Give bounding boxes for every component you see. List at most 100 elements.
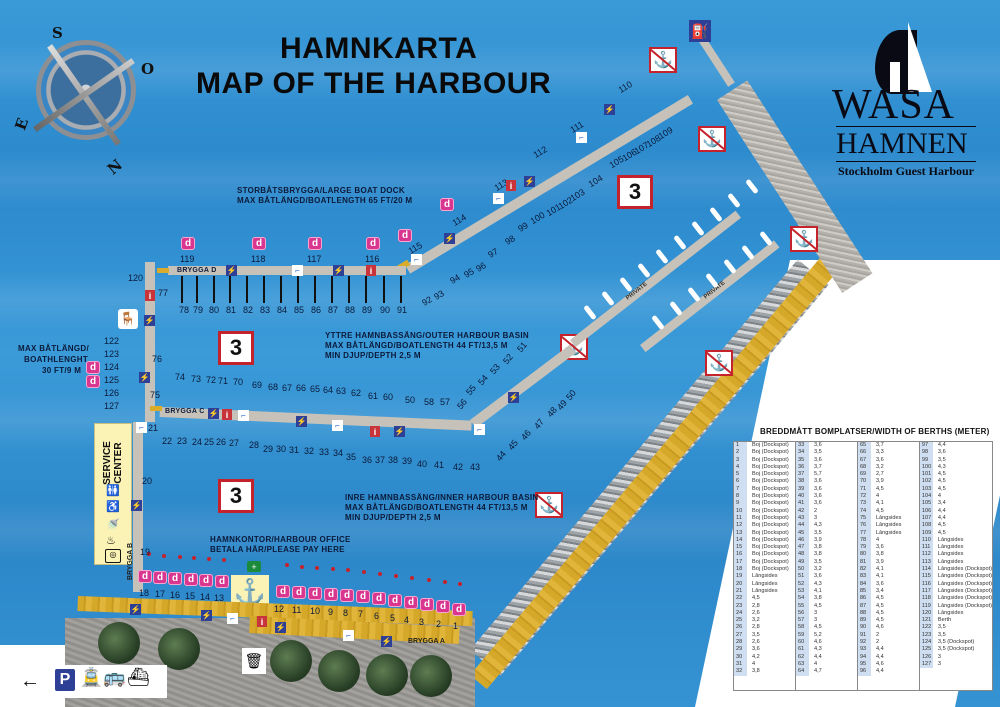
no-anchoring-sign: ⚓ <box>649 47 677 73</box>
berth-width: Långsides (Dockspot) <box>937 587 993 594</box>
tree <box>410 655 452 697</box>
direction-arrow-icon: ← <box>20 670 40 692</box>
berth-width: 3,8 <box>752 668 760 675</box>
finger-pier <box>297 276 299 303</box>
berth-number: 64 <box>323 385 334 395</box>
buoy-marker <box>410 576 414 580</box>
finger-pier <box>196 276 198 303</box>
berth-width: 4,1 <box>875 573 884 580</box>
berth-number: 29 <box>263 444 274 454</box>
berth-id: 96 <box>857 668 871 676</box>
berth-width: Långsides <box>875 529 902 536</box>
dockspot-icon: d <box>420 598 434 611</box>
berth-width: 4,5 <box>937 529 946 536</box>
berth-width: 4,1 <box>875 500 884 507</box>
berth-id: 59 <box>795 631 809 640</box>
dockspot-icon: d <box>372 592 386 605</box>
berth-width: Boj (Dockspot) <box>752 442 789 448</box>
berth-number: 73 <box>191 374 202 384</box>
berth-width: Långsides <box>937 551 964 558</box>
berth-width: Berth <box>937 617 952 624</box>
brygga-a-label: BRYGGA A <box>408 638 445 645</box>
berth-width: Långsides <box>937 544 964 551</box>
electricity-icon: ⚡ <box>394 426 405 437</box>
berth-number: 87 <box>328 305 339 315</box>
berth-width: 3,5 <box>813 558 822 565</box>
berth-width: Boj (Dockspot) <box>752 493 789 500</box>
berth-id: 119 <box>919 602 933 610</box>
berth-number: 122 <box>104 336 120 346</box>
berth-number: 14 <box>200 592 211 602</box>
berth-number: 43 <box>470 462 481 472</box>
berth-number: 7 <box>358 609 364 619</box>
berth-id: 33 <box>795 442 809 450</box>
berth-id: 35 <box>795 456 809 464</box>
berth-number: 24 <box>192 437 203 447</box>
berth-number: 25 <box>204 437 215 447</box>
berth-width: 3 <box>813 617 818 624</box>
berth-id: 44 <box>795 522 809 530</box>
berth-number: 5 <box>390 613 396 623</box>
berth-id: 68 <box>857 463 871 472</box>
berth-width: 3 <box>813 609 818 616</box>
finger-pier <box>383 276 385 303</box>
berth-width: 3,6 <box>937 449 946 456</box>
berth-number: 67 <box>282 383 293 393</box>
electricity-icon: ⚡ <box>226 265 237 276</box>
finger-pier <box>213 276 215 303</box>
berth-width: 3,3 <box>875 449 884 456</box>
electricity-icon: ⚡ <box>524 176 535 187</box>
berth-number: 40 <box>417 459 428 469</box>
berth-width: 4,5 <box>937 478 946 485</box>
berth-id: 14 <box>734 536 747 545</box>
berth-number: 125 <box>104 375 120 385</box>
finger-pier <box>365 276 367 303</box>
berth-number: 86 <box>311 305 322 315</box>
outer-basin-label: YTTRE HAMNBASSÄNG/OUTER HARBOUR BASIN <box>325 331 529 340</box>
berth-width: Boj (Dockspot) <box>752 536 789 543</box>
berth-id: 28 <box>734 639 747 647</box>
berth-id: 13 <box>734 529 747 537</box>
berth-number: 66 <box>296 383 307 393</box>
berth-width: 4,2 <box>752 653 760 660</box>
berth-width: Långsides <box>752 580 778 587</box>
berth-id: 80 <box>857 551 871 559</box>
berth-id: 53 <box>795 587 809 596</box>
berth-id: 37 <box>795 471 809 479</box>
berth-width: 4,4 <box>937 514 946 521</box>
dockspot-icon: d <box>452 603 466 616</box>
info-icon: i <box>145 290 155 301</box>
berth-id: 75 <box>857 514 871 523</box>
berth-width: 3,9 <box>875 478 884 485</box>
berth-id: 1 <box>734 442 747 450</box>
buoy-marker <box>362 570 366 574</box>
electricity-icon: ⚡ <box>208 408 219 419</box>
berth-id: 9 <box>734 500 747 508</box>
berth-width: 3,6 <box>813 442 822 448</box>
berth-id: 36 <box>795 463 809 472</box>
berth-number: 11 <box>292 605 302 615</box>
logo-rule-1 <box>836 126 976 127</box>
service-center[interactable]: SERVICE CENTER 🚻 ♿ 🚿 ♨ ◎ <box>94 423 132 565</box>
inner-basin-depth: MIN DJUP/DEPTH 2,5 M <box>345 513 441 522</box>
berth-id: 118 <box>919 595 933 603</box>
moored-boat <box>655 248 669 265</box>
electricity-icon: ⚡ <box>139 372 150 383</box>
buoy-marker <box>285 563 289 567</box>
berth-width: 4,4 <box>813 653 822 660</box>
